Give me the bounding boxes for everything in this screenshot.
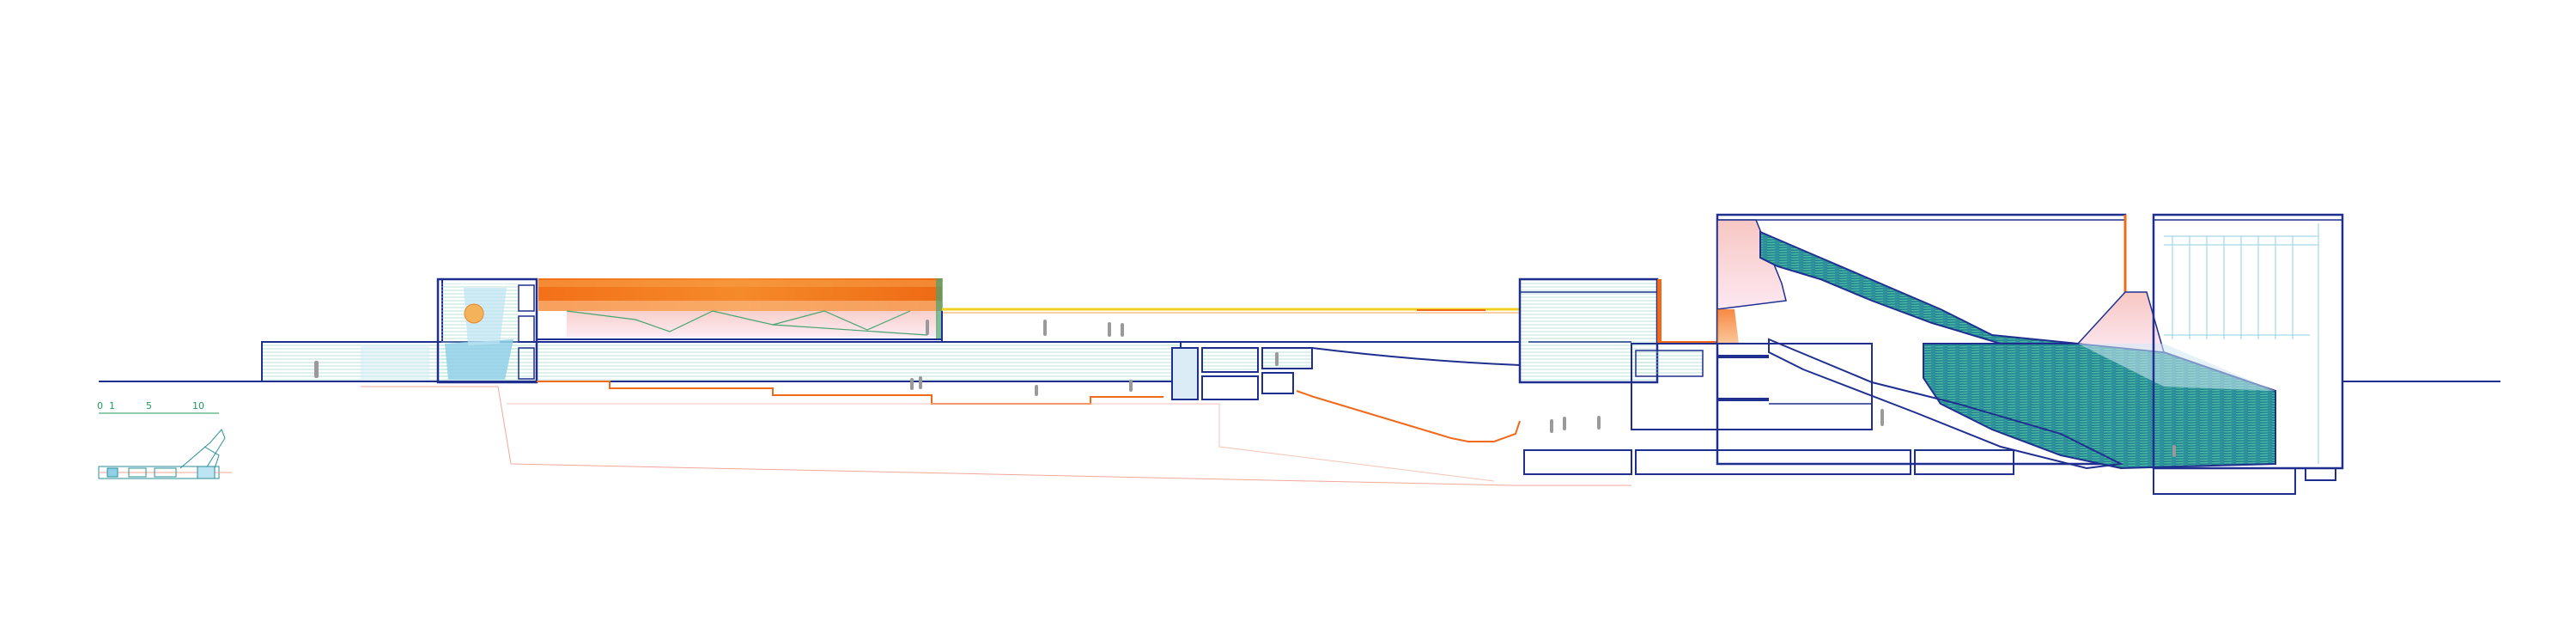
scale-label-5: 5 — [146, 400, 152, 411]
auditorium-shell — [1631, 213, 2276, 470]
stepped-lower-floor — [361, 381, 1631, 486]
scale-label-10: 10 — [192, 400, 204, 411]
key-plan-thumbnail — [98, 429, 232, 479]
tower-block — [436, 277, 538, 384]
main-hall-volume — [536, 311, 1521, 400]
basement-rooms — [1523, 449, 2014, 475]
sun-disc-icon — [464, 303, 484, 324]
yellow-canopy-beam — [942, 308, 1520, 314]
scale-label-1: 1 — [109, 400, 115, 411]
scale-bar: 0 1 5 10 — [97, 400, 219, 414]
fly-tower — [2152, 213, 2344, 495]
scale-label-0: 0 — [97, 400, 103, 411]
orange-roof-band — [538, 278, 943, 338]
people-figures — [314, 320, 2176, 457]
lobby-block — [1518, 277, 1717, 384]
upper-seating-tier — [1759, 230, 2081, 354]
